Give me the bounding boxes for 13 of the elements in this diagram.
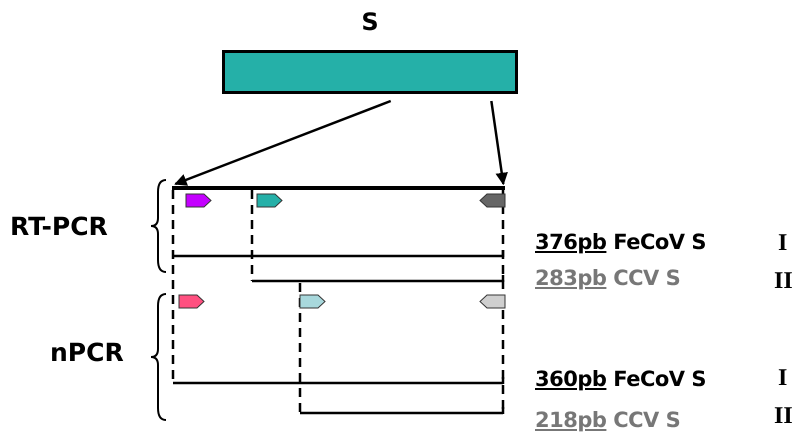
amplicon-label: 218pb CCV S	[535, 408, 680, 432]
arrow	[174, 100, 392, 186]
amplicon-label: 360pb FeCoV S	[535, 367, 706, 391]
gene-name: S	[360, 8, 380, 36]
roman-numeral: II	[774, 403, 793, 430]
amplicon-label: 376pb FeCoV S	[535, 230, 706, 254]
roman-numeral: I	[778, 230, 788, 257]
amplicon-label: 283pb CCV S	[535, 266, 680, 290]
arrow	[490, 100, 508, 186]
method-label: nPCR	[50, 338, 124, 367]
roman-numeral: I	[778, 365, 788, 392]
method-label: RT-PCR	[10, 212, 108, 241]
roman-numeral: II	[774, 268, 793, 295]
